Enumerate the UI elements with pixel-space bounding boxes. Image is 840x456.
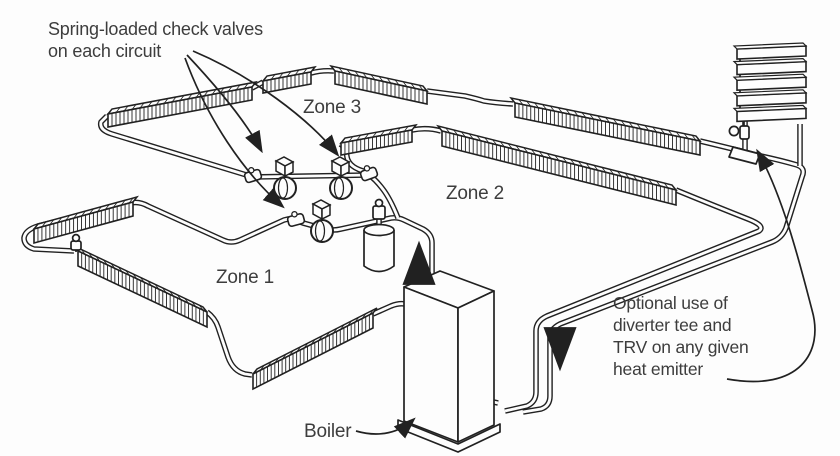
arrows <box>184 50 816 439</box>
expansion-tank <box>363 198 395 273</box>
boiler-right-face <box>457 290 495 443</box>
zone2-return-pipe-core <box>504 188 763 413</box>
check-valve-callout-arrow-1 <box>186 54 263 154</box>
zone3-emitter-right-wall <box>509 96 702 156</box>
trv-callout-arrow <box>726 148 816 383</box>
zone2-label: Zone 2 <box>446 183 504 204</box>
panel-radiator <box>732 42 808 123</box>
boiler <box>397 270 501 453</box>
zone3-supply-pipe-core <box>99 115 254 179</box>
check-valve-callout-arrow-3 <box>184 57 285 209</box>
zone1-emitter-top <box>31 195 140 245</box>
pump-row1-pipe-core <box>252 173 370 179</box>
check-valve-3 <box>286 210 306 228</box>
zone1-bottom-link <box>205 309 253 378</box>
zone3-emitter-top-2 <box>329 64 429 105</box>
zone3-corner-link-core <box>426 89 514 106</box>
circulator-pump-2 <box>329 156 353 200</box>
boiler-label: Boiler <box>304 421 352 442</box>
zone1-emitter-bottom <box>252 307 378 391</box>
trv-callout-label: Optional use of diverter tee and TRV on … <box>613 293 749 379</box>
circulator-pump-3 <box>310 199 334 243</box>
baseboard-emitters <box>31 64 702 391</box>
zone2-circuit-pipes <box>338 125 764 414</box>
check-valves-callout-label: Spring-loaded check valves on each circu… <box>48 19 263 61</box>
zone1-bottom-link-core <box>206 310 253 377</box>
zone2-emitter-long <box>436 124 678 207</box>
air-vent-fitting <box>70 233 82 252</box>
check-valve-callout-arrow-2 <box>192 50 340 157</box>
zone3-top-link-2-core <box>310 69 335 75</box>
zone3-emitter-left-wall <box>106 80 258 128</box>
radiator-slats <box>732 42 808 123</box>
boiler-front-face <box>403 286 459 443</box>
diverter-tee <box>728 146 761 165</box>
check-valve-2 <box>359 165 379 182</box>
panel-radiator-branch <box>728 42 808 166</box>
circulator-pumps <box>273 156 353 243</box>
zone3-emitter-top-1 <box>261 65 317 94</box>
boiler-callout-arrow <box>355 417 416 439</box>
zone1-label: Zone 1 <box>216 267 274 288</box>
zone2-emitter-left <box>339 123 418 156</box>
zone1-emitter-left <box>73 245 208 329</box>
zone1-supply-pipe-core <box>22 201 298 253</box>
zone3-label: Zone 3 <box>303 97 361 118</box>
zone2-mid-link-core <box>411 127 442 133</box>
trv-valve <box>728 121 750 140</box>
